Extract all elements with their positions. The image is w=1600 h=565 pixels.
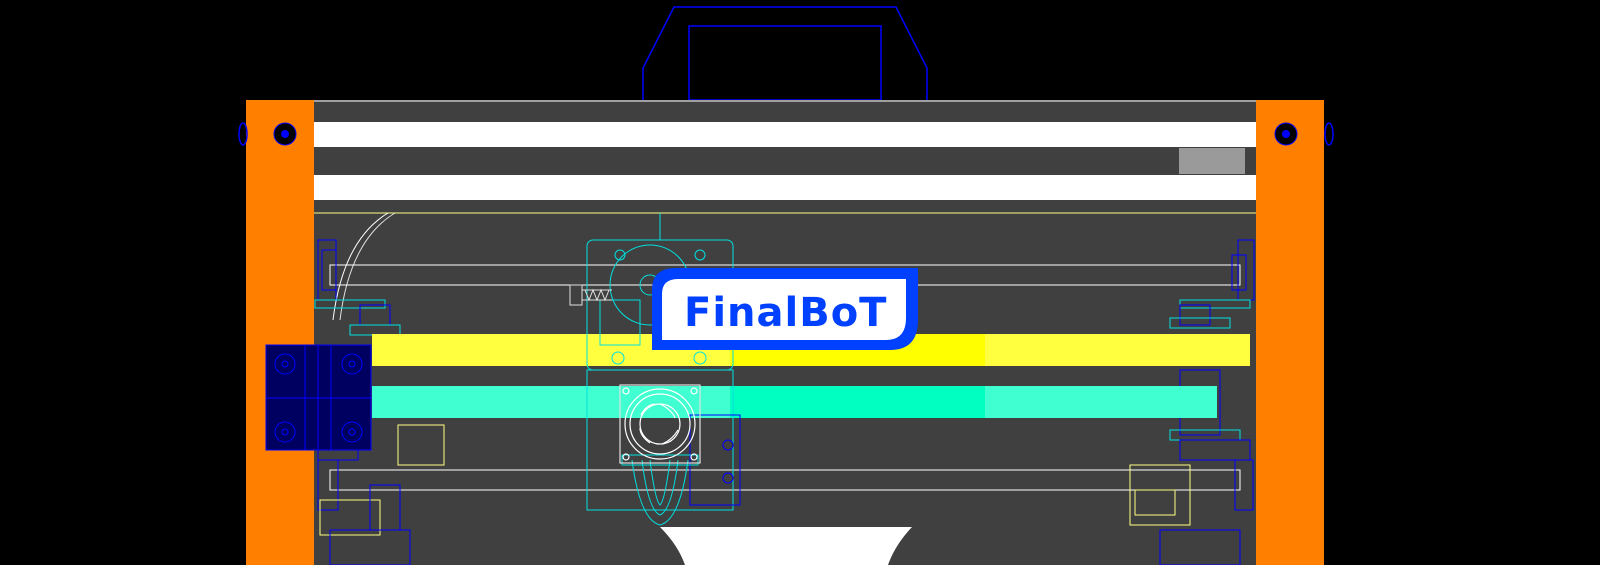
left-knob <box>238 122 248 146</box>
cable-arc-inner <box>332 212 389 321</box>
nozzle-plate <box>660 527 912 565</box>
top-rod-lower <box>314 175 1256 200</box>
right-upright <box>1256 100 1324 565</box>
x-rod-cyan-highlight <box>730 386 985 418</box>
right-knob <box>1324 122 1334 146</box>
cable-arc <box>339 212 396 321</box>
logo-text: FinalBoT <box>684 290 887 336</box>
top-rod-upper <box>314 122 1256 147</box>
left-bolt <box>281 130 289 138</box>
cooling-fan <box>619 384 701 464</box>
left-end-block <box>265 344 372 451</box>
logo-badge: FinalBoT <box>652 268 918 350</box>
left-upright <box>246 100 314 565</box>
belt-clamp <box>1179 148 1245 174</box>
right-bolt <box>1282 130 1290 138</box>
extruder-carriage <box>569 213 741 526</box>
right-mechanics <box>1129 239 1255 565</box>
